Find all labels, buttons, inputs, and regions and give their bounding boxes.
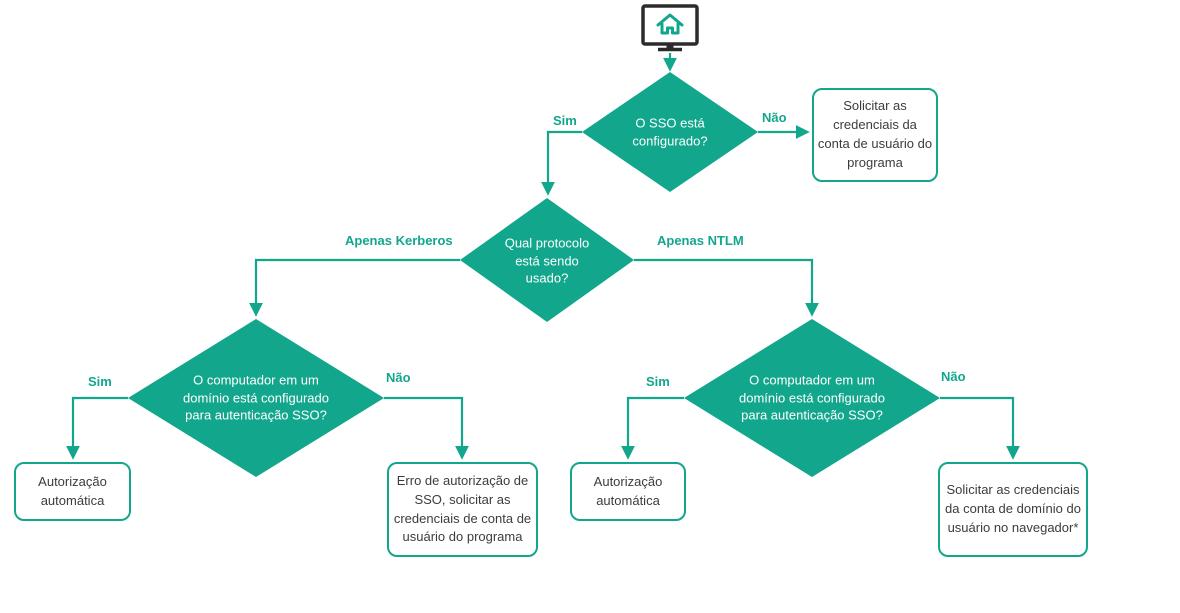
- branch-label-ntlm-sim: Sim: [646, 374, 670, 389]
- decision-domain-sso-ntlm-question: O computador em um domínio está configur…: [739, 372, 885, 423]
- result-ask-program-credentials: Solicitar as credenciais da conta de usu…: [812, 88, 938, 182]
- result-sso-auth-error: Erro de autorização de SSO, solicitar as…: [387, 462, 538, 557]
- branch-label-kerberos-nao: Não: [386, 370, 411, 385]
- branch-label-ntlm-nao: Não: [941, 369, 966, 384]
- connector-ntlm-sim: [621, 396, 684, 460]
- connector-protocol-ntlm: [634, 258, 819, 317]
- connector-protocol-kerberos: [249, 258, 460, 317]
- branch-label-kerberos-sim: Sim: [88, 374, 112, 389]
- decision-domain-sso-kerberos-shape: [128, 319, 384, 477]
- monitor-home-icon: [641, 4, 699, 52]
- branch-label-sso-sim: Sim: [553, 113, 577, 128]
- decision-sso-configured-question: O SSO está configurado?: [632, 115, 708, 148]
- branch-label-apenas-kerberos: Apenas Kerberos: [345, 233, 453, 248]
- decision-protocol-shape: [460, 198, 634, 322]
- decision-protocol-question: Qual protocolo está sendo usado?: [504, 235, 590, 286]
- decision-domain-sso-kerberos-question: O computador em um domínio está configur…: [183, 372, 329, 423]
- result-auto-auth-ntlm: Autorização automática: [570, 462, 686, 521]
- connector-ntlm-nao: [940, 396, 1020, 460]
- connector-sso-sim: [541, 130, 582, 196]
- decision-domain-sso-ntlm-shape: [684, 319, 940, 477]
- connector-kerberos-sim: [66, 396, 128, 460]
- branch-label-apenas-ntlm: Apenas NTLM: [657, 233, 744, 248]
- decision-sso-configured-shape: [582, 72, 758, 192]
- branch-label-sso-nao: Não: [762, 110, 787, 125]
- home-icon: [656, 13, 684, 35]
- result-ask-domain-credentials-browser: Solicitar as credenciais da conta de dom…: [938, 462, 1088, 557]
- result-auto-auth-kerberos: Autorização automática: [14, 462, 131, 521]
- connector-kerberos-nao: [384, 396, 469, 460]
